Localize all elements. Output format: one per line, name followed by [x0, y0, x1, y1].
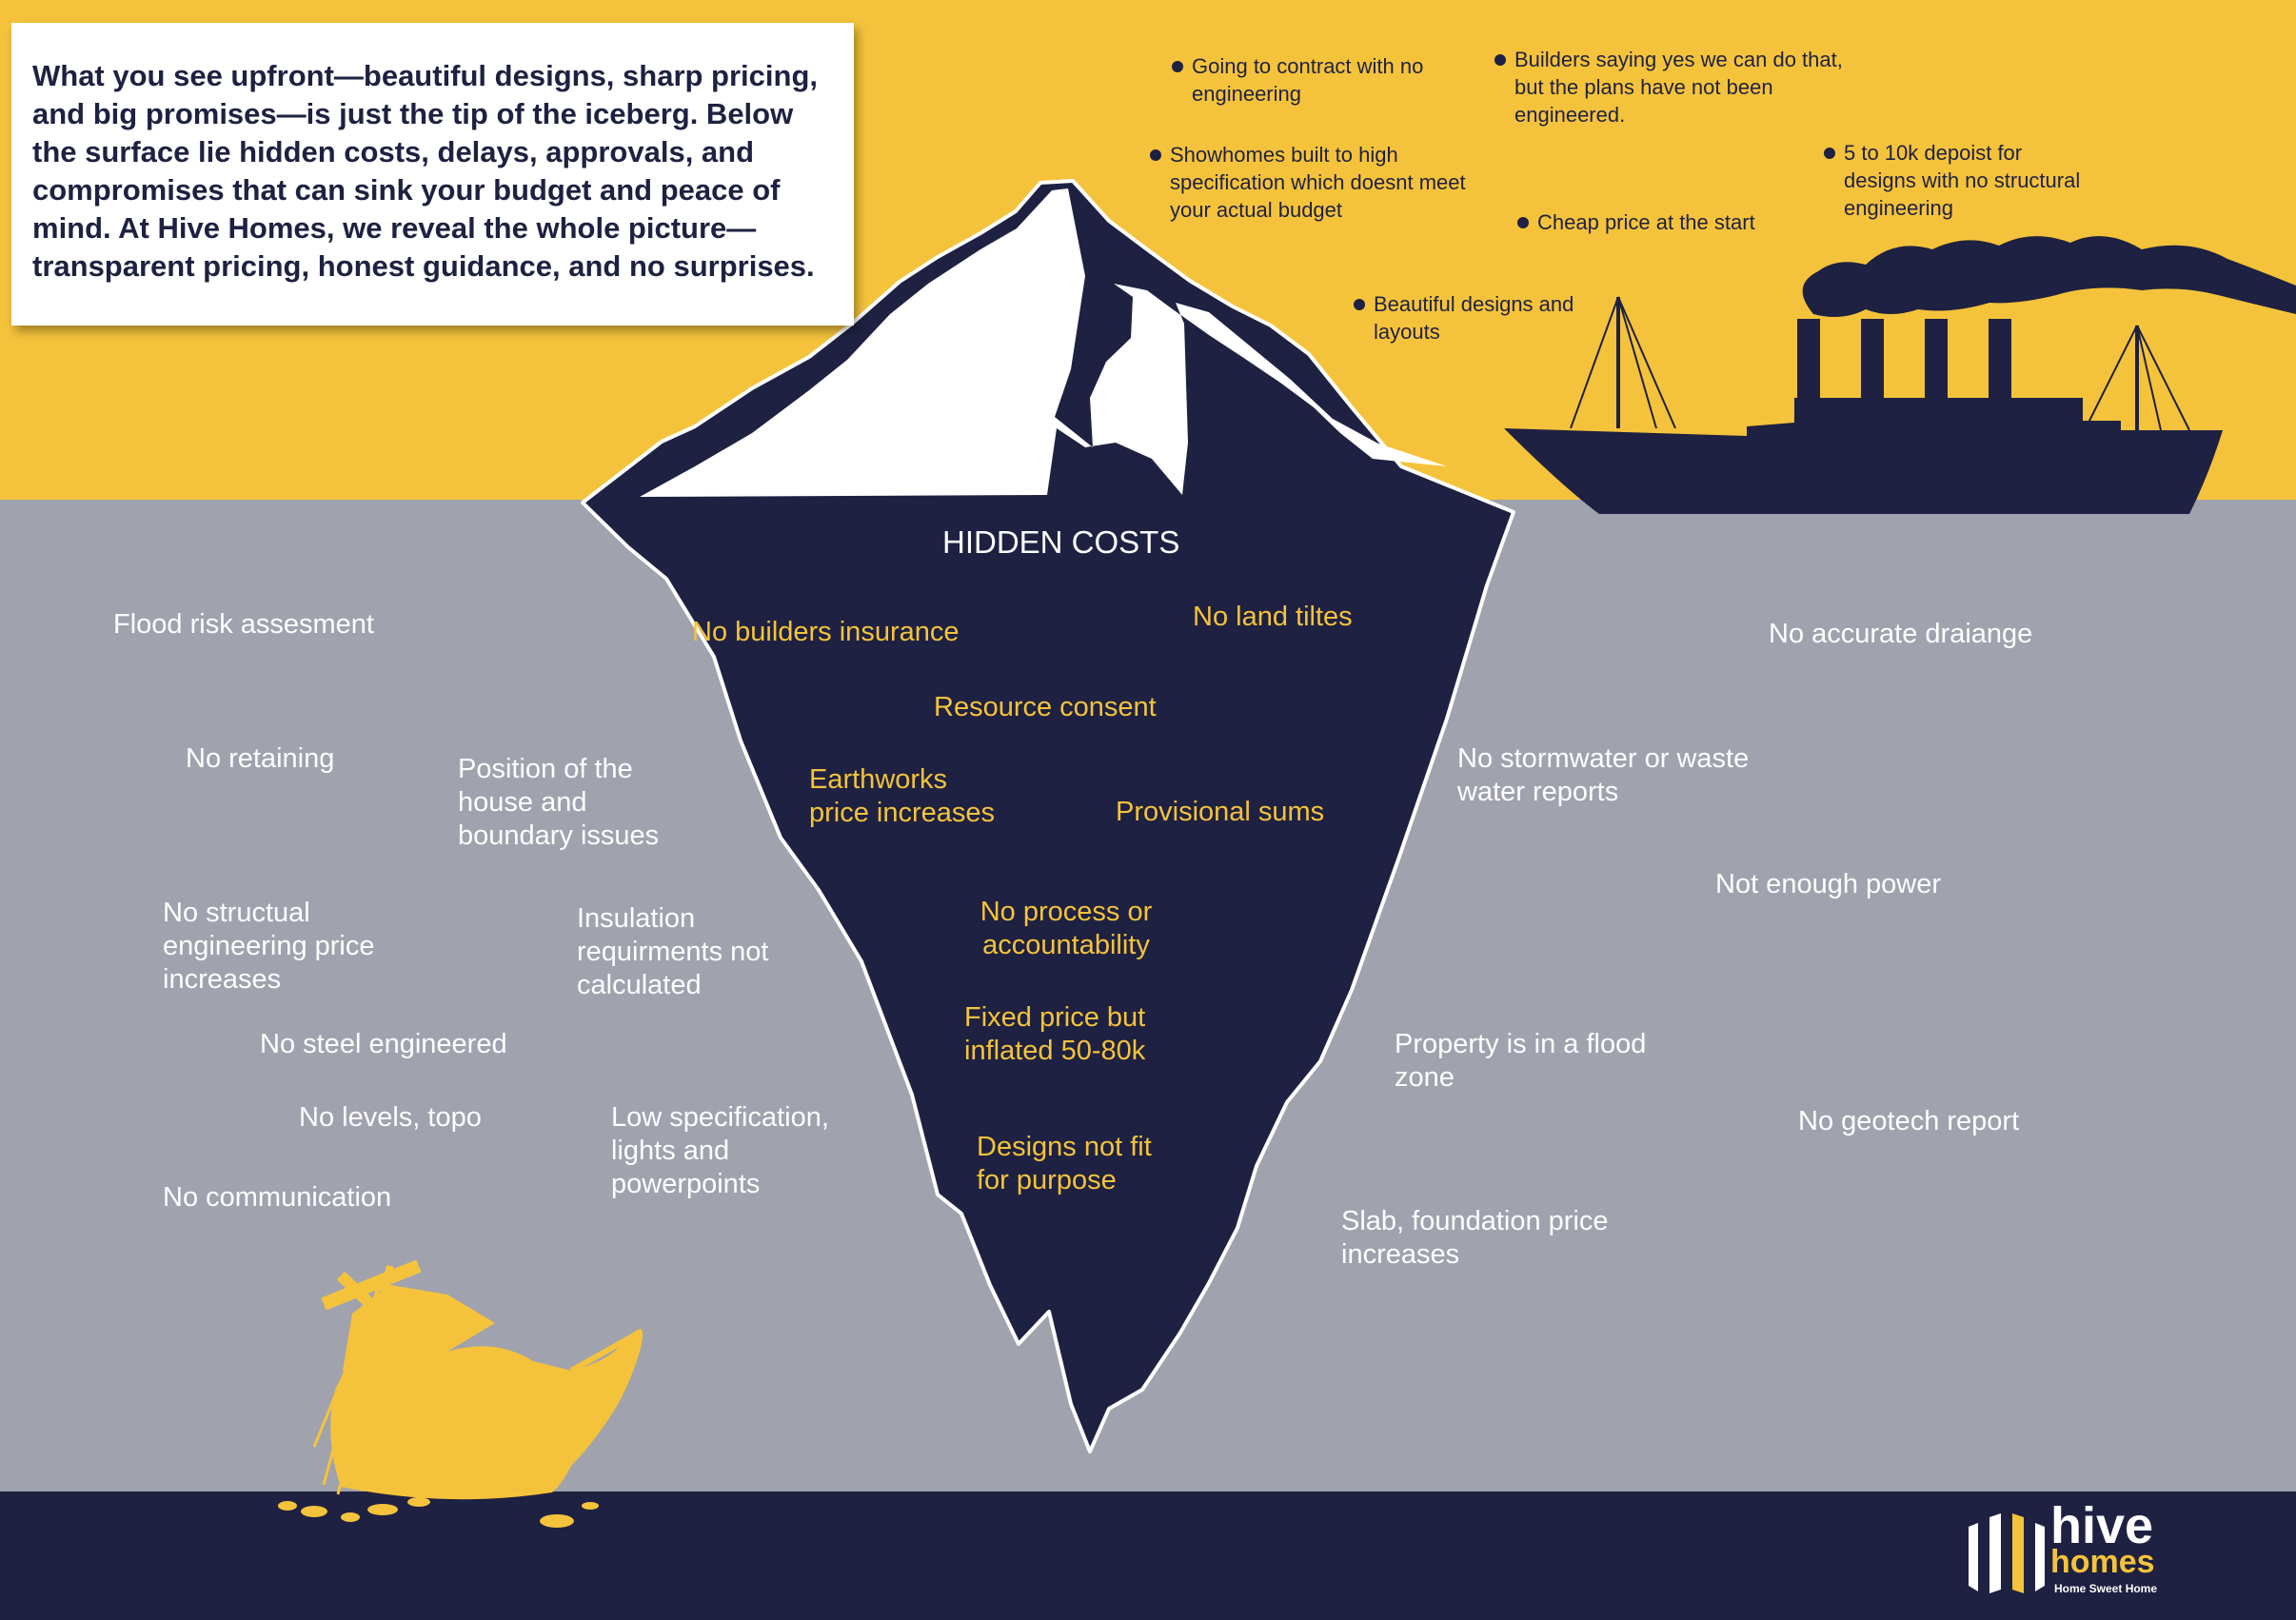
iceberg-item: Provisional sums: [1116, 797, 1325, 827]
iceberg-item: Resource consent: [934, 692, 1157, 722]
iceberg-icon: [581, 179, 1515, 1453]
iceberg-item: Earthworks price increases: [809, 764, 996, 828]
hive-homes-logo: hive homes Home Sweet Home: [1969, 1500, 2178, 1601]
bullet-item: Showhomes built to high specification wh…: [1150, 141, 1494, 224]
iceberg-item: No process or accountability: [980, 897, 1153, 960]
hidden-cost-item: No stormwater or waste water reports: [1457, 743, 1750, 807]
intro-text: What you see upfront—beautiful designs, …: [32, 59, 819, 283]
iceberg-item: Designs not fit for purpose: [977, 1132, 1152, 1195]
hidden-cost-item: No accurate draiange: [1769, 619, 2033, 649]
logo-word-hive: hive: [2050, 1497, 2154, 1554]
iceberg-item: No builders insurance: [692, 617, 960, 647]
hidden-costs-heading: HIDDEN COSTS: [942, 524, 1180, 560]
logo-word-homes: homes: [2050, 1544, 2155, 1580]
hidden-cost-item: Flood risk assesment: [113, 609, 374, 640]
hive-logo-bars-icon: [1969, 1513, 2045, 1593]
hidden-cost-item: Property is in a flood zone: [1395, 1029, 1647, 1093]
shipwreck-icon: [278, 1259, 643, 1528]
ship-icon: [1504, 235, 2296, 514]
hidden-cost-item: No communication: [163, 1182, 392, 1213]
bullet-item: Going to contract with no engineering: [1172, 52, 1439, 108]
bullet-item: Builders saying yes we can do that, but …: [1494, 46, 1852, 128]
bullet-item: 5 to 10k depoist for designs with no str…: [1824, 139, 2091, 222]
hidden-cost-item: No levels, topo: [299, 1102, 482, 1133]
bullet-item: Cheap price at the start: [1517, 210, 1755, 234]
hidden-cost-item: No retaining: [186, 743, 335, 774]
intro-callout: What you see upfront—beautiful designs, …: [11, 23, 854, 326]
iceberg-item: Fixed price but inflated 50-80k: [964, 1002, 1146, 1066]
bullet-item: Beautiful designs and layouts: [1354, 290, 1597, 346]
hidden-cost-item: No structual engineering price increases: [163, 898, 375, 995]
hidden-cost-item: No steel engineered: [260, 1029, 507, 1059]
hidden-cost-item: Insulation requirments not calculated: [577, 903, 769, 1000]
logo-tagline: Home Sweet Home: [2054, 1582, 2158, 1595]
hidden-cost-item: No geotech report: [1798, 1106, 2020, 1136]
hidden-cost-item: Position of the house and boundary issue…: [458, 754, 660, 851]
hidden-cost-item: Slab, foundation price increases: [1341, 1206, 1609, 1270]
hidden-cost-item: Low specification, lights and powerpoint…: [611, 1102, 829, 1199]
iceberg-item: No land tiltes: [1193, 602, 1353, 632]
hidden-cost-item: Not enough power: [1715, 869, 1941, 899]
